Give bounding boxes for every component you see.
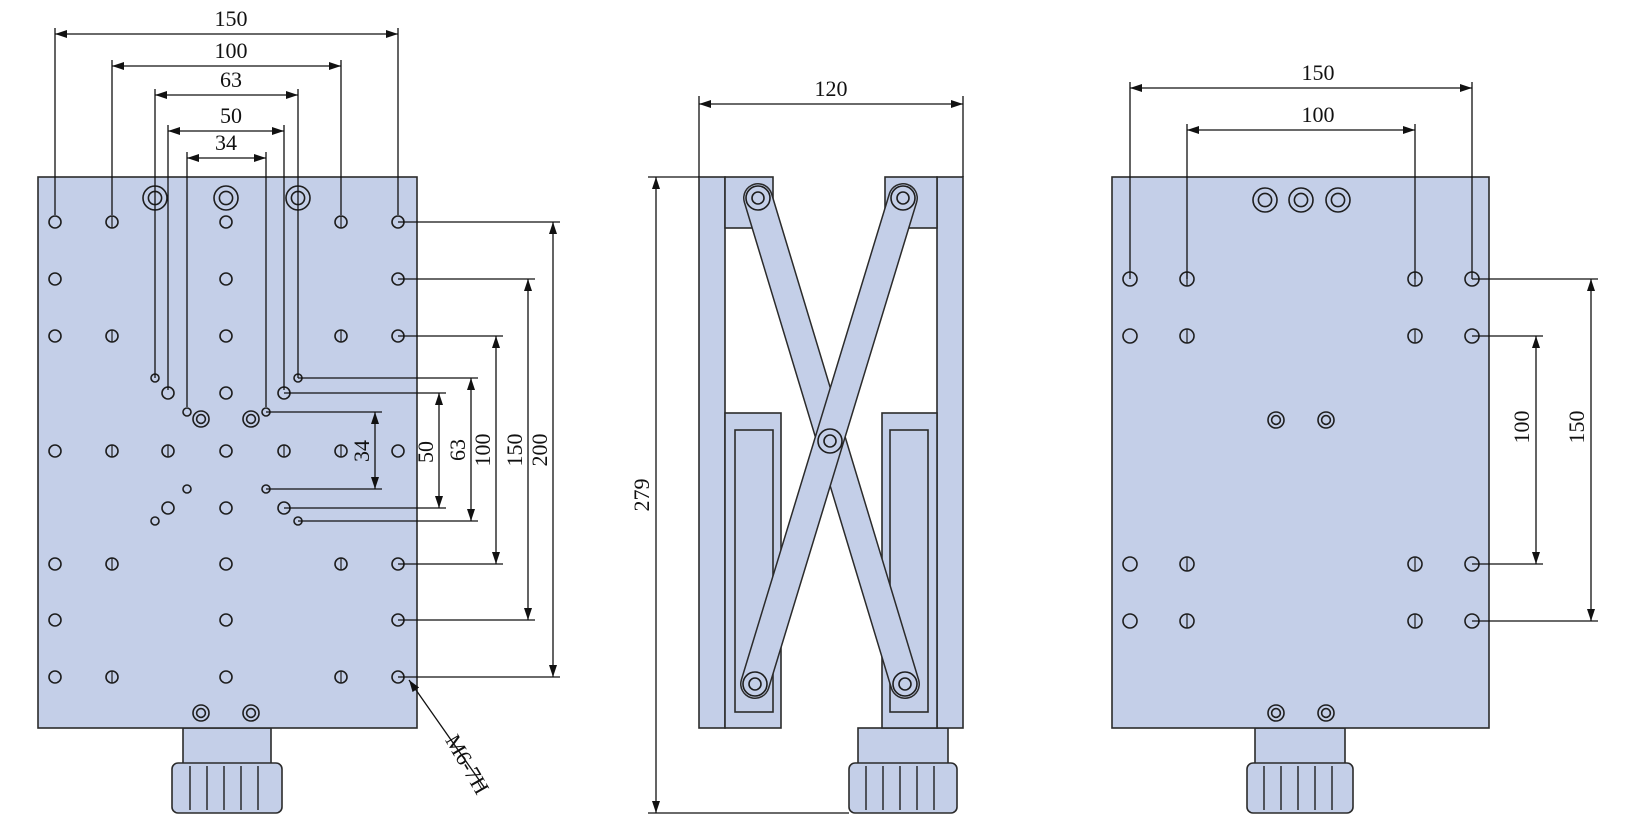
counterbore-inner	[1270, 414, 1282, 426]
right-knob-neck	[1254, 727, 1346, 767]
counterbore-inner	[1270, 707, 1282, 719]
threaded-hole	[219, 272, 233, 286]
threaded-hole	[48, 557, 62, 571]
counterbore-inner	[1257, 192, 1273, 208]
right-side-dim-lines	[1472, 278, 1598, 622]
counterbore-inner	[1293, 192, 1309, 208]
threaded-hole	[48, 215, 62, 229]
middle-knob-ridges	[865, 766, 935, 810]
right-plate	[1111, 176, 1490, 729]
counterbore-inner	[195, 413, 207, 425]
right-knob-ridges	[1263, 766, 1333, 810]
left-dim-34: 34	[215, 130, 237, 155]
right-top-dim-lines	[1129, 82, 1473, 279]
threaded-hole	[48, 444, 62, 458]
threaded-hole	[219, 444, 233, 458]
left-dim-side-100: 100	[470, 434, 495, 467]
left-dim-side-63: 63	[445, 439, 470, 461]
left-dim-100: 100	[215, 38, 248, 63]
threaded-hole	[219, 613, 233, 627]
right-dim-100: 100	[1302, 102, 1335, 127]
left-knob	[171, 762, 283, 814]
threaded-hole	[48, 613, 62, 627]
left-dim-50: 50	[220, 103, 242, 128]
threaded-hole	[219, 557, 233, 571]
threaded-hole	[150, 516, 160, 526]
threaded-hole	[219, 215, 233, 229]
threaded-hole	[161, 501, 175, 515]
right-knob	[1246, 762, 1354, 814]
left-dim-150: 150	[215, 6, 248, 31]
right-dim-side-150: 150	[1564, 411, 1589, 444]
middle-dim-120: 120	[815, 76, 848, 101]
left-dim-63: 63	[220, 67, 242, 92]
middle-knob-neck	[857, 727, 949, 767]
middle-left-frame	[698, 176, 726, 729]
left-dim-200: 200	[527, 434, 552, 467]
threaded-hole	[219, 386, 233, 400]
threaded-hole	[48, 272, 62, 286]
left-knob-neck	[182, 727, 272, 767]
threaded-hole	[1122, 613, 1138, 629]
counterbore-inner	[218, 190, 234, 206]
right-dim-150: 150	[1302, 60, 1335, 85]
thread-spec-label: M6-7H	[440, 730, 494, 799]
middle-dim-lines	[648, 96, 964, 814]
threaded-hole	[219, 329, 233, 343]
right-dim-side-100: 100	[1509, 411, 1534, 444]
left-dim-side-150: 150	[502, 434, 527, 467]
middle-knob	[848, 762, 958, 814]
counterbore-inner	[1320, 414, 1332, 426]
left-knob-ridges	[189, 766, 259, 810]
threaded-hole	[182, 484, 192, 494]
left-view: 150 100 63 50 34 200 150 100 63 50 34 M6…	[37, 6, 560, 814]
threaded-hole	[1122, 556, 1138, 572]
counterbore-inner	[195, 707, 207, 719]
right-view: 150 100 150 100	[1111, 60, 1598, 814]
left-dim-side-50: 50	[413, 441, 438, 463]
threaded-hole	[182, 407, 192, 417]
threaded-hole	[219, 501, 233, 515]
counterbore-inner	[245, 707, 257, 719]
threaded-hole	[1122, 328, 1138, 344]
threaded-hole	[391, 444, 405, 458]
threaded-hole	[48, 329, 62, 343]
left-top-dim-lines	[54, 28, 399, 407]
counterbore-inner	[1330, 192, 1346, 208]
counterbore-inner	[245, 413, 257, 425]
middle-dim-279: 279	[629, 479, 654, 512]
middle-pivots	[742, 185, 918, 697]
left-side-dim-lines	[266, 221, 560, 788]
threaded-hole	[48, 670, 62, 684]
left-dim-side-34: 34	[349, 440, 374, 462]
middle-right-frame	[936, 176, 964, 729]
counterbore-inner	[1320, 707, 1332, 719]
threaded-hole	[219, 670, 233, 684]
middle-view: 120 279	[629, 76, 964, 814]
